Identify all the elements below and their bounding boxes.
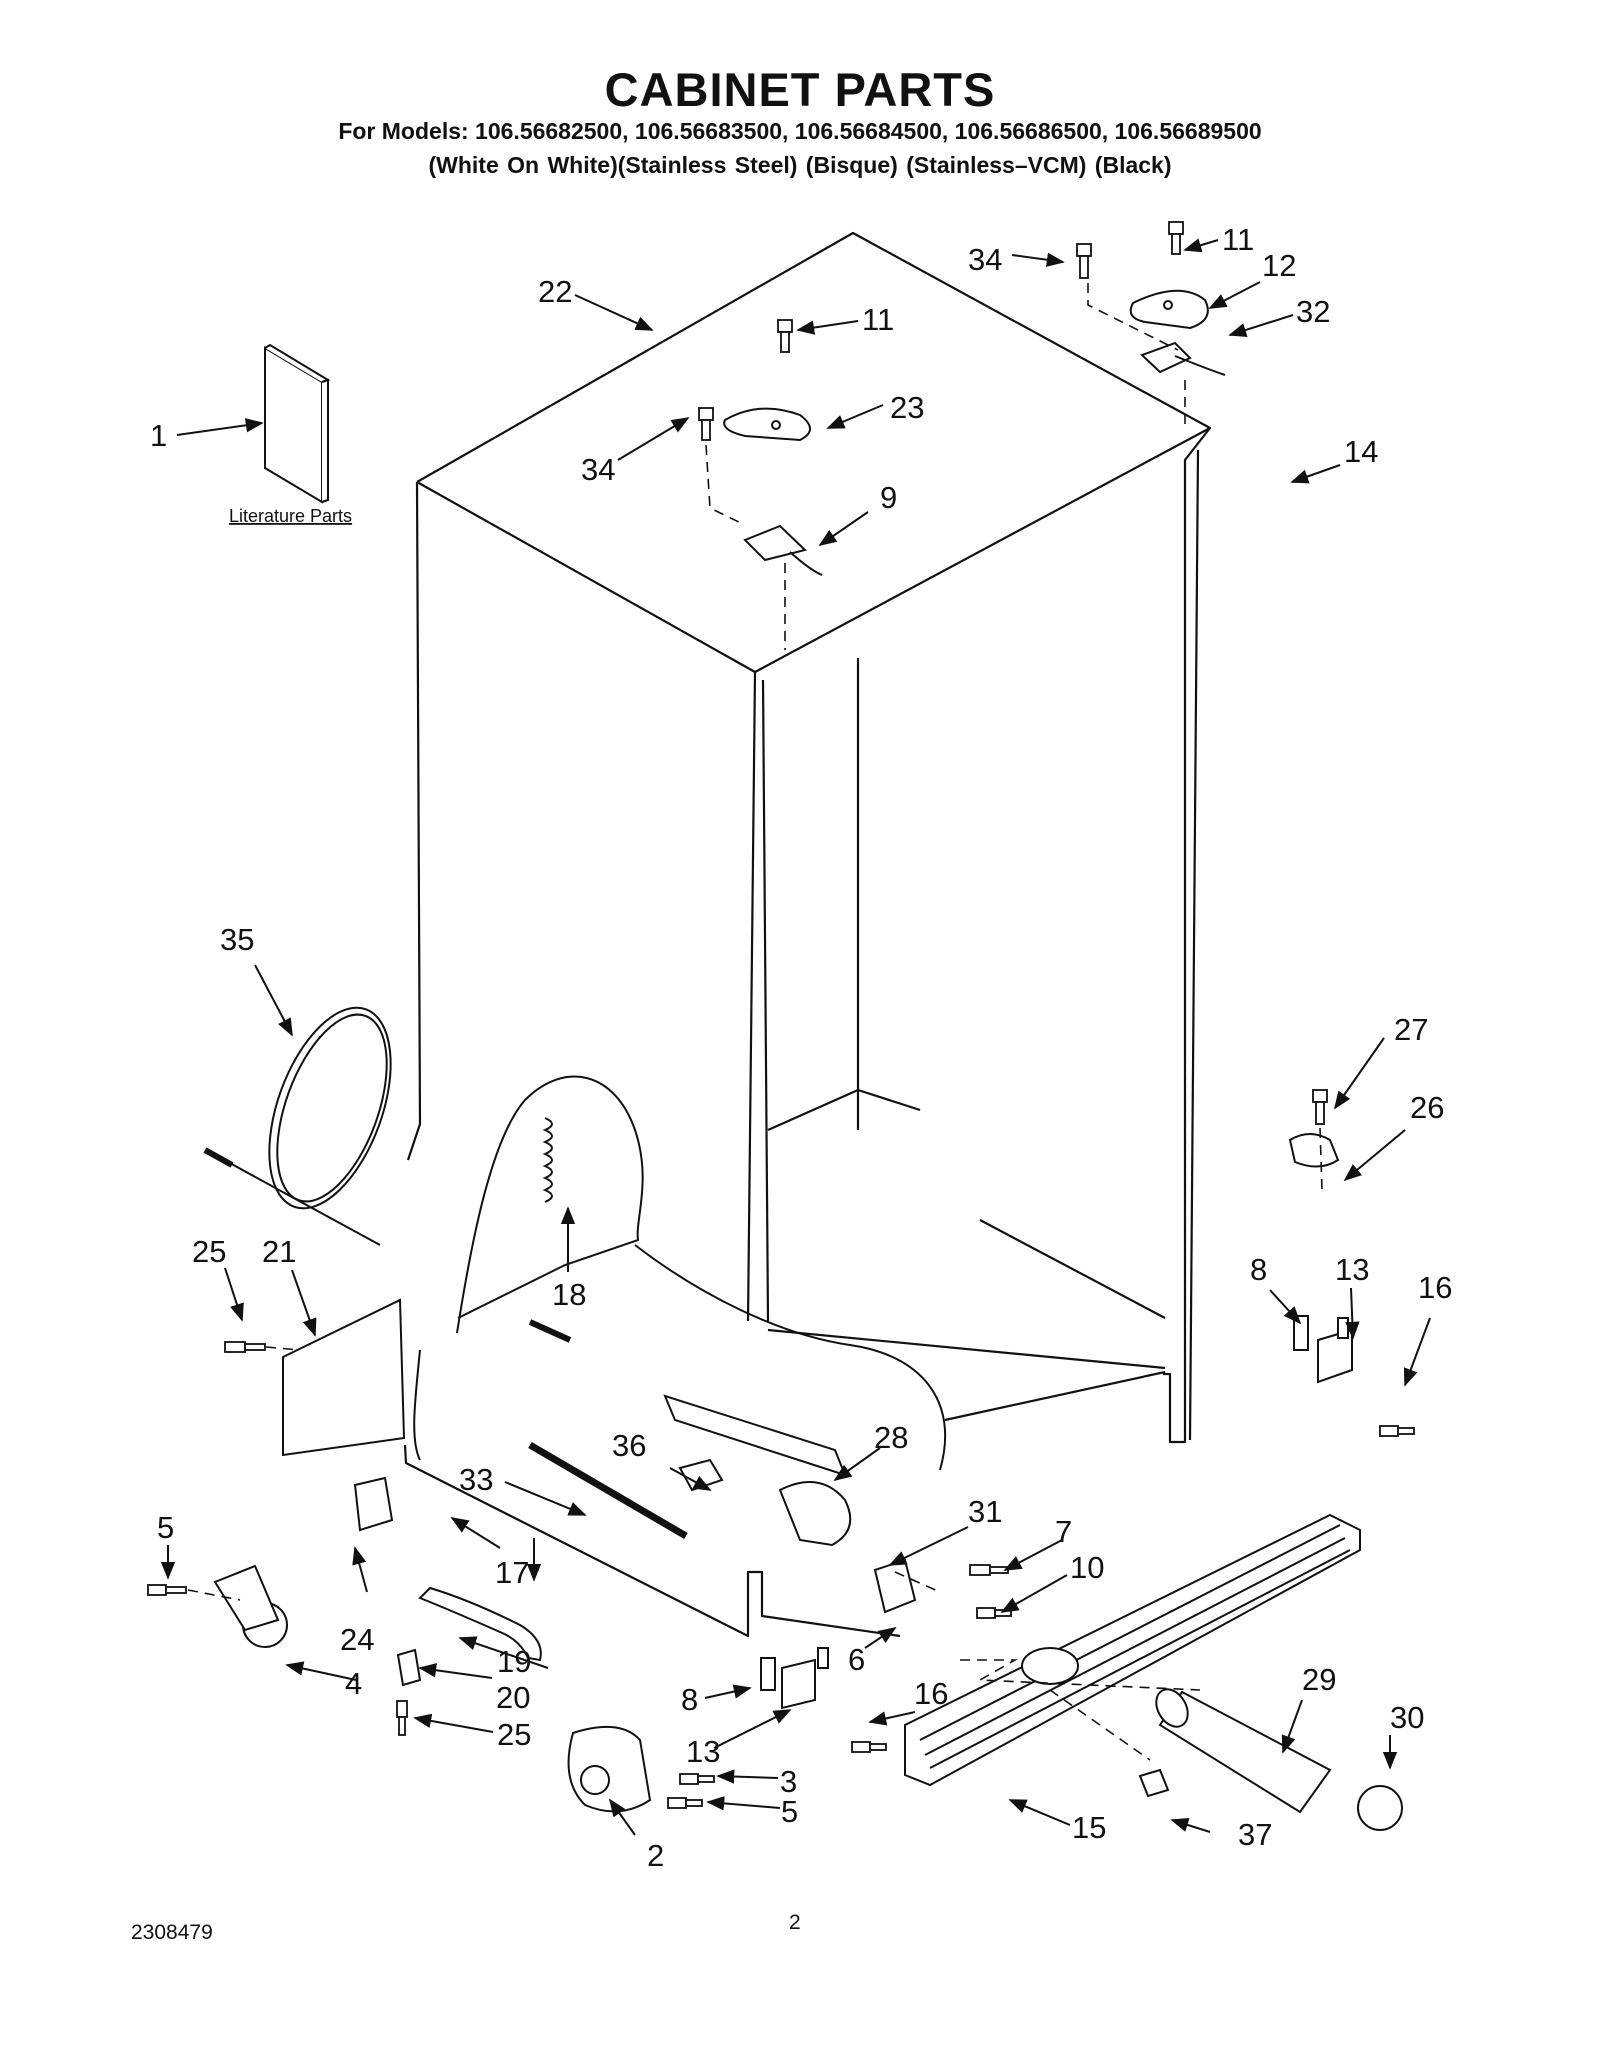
literature-booklet xyxy=(264,343,331,504)
callout-28: 28 xyxy=(874,1420,908,1455)
callout-9: 9 xyxy=(880,480,897,515)
callout-22: 22 xyxy=(538,274,572,309)
callout-21: 21 xyxy=(262,1234,296,1269)
callout-11b: 11 xyxy=(862,302,894,337)
page-title: CABINET PARTS xyxy=(604,63,996,116)
spring-and-rods xyxy=(528,1117,688,1540)
callout-5b: 5 xyxy=(781,1794,798,1829)
callout-25b: 25 xyxy=(497,1717,531,1752)
callout-36: 36 xyxy=(612,1428,646,1463)
dashed-connectors xyxy=(187,283,1323,1761)
callout-34b: 34 xyxy=(581,452,615,487)
models-line: For Models: 106.56682500, 106.56683500, … xyxy=(338,118,1262,144)
callout-labels: 1 2 3 4 5 5 6 7 8 8 9 10 11 11 12 13 13 … xyxy=(150,222,1452,1873)
callout-33: 33 xyxy=(459,1462,493,1497)
callout-12: 12 xyxy=(1262,248,1296,283)
callout-16: 16 xyxy=(1418,1270,1452,1305)
upper-hinge-parts xyxy=(723,289,1226,576)
literature-parts-label: Literature Parts xyxy=(229,506,352,526)
leader-arrows xyxy=(160,238,1431,1836)
callout-34: 34 xyxy=(968,242,1002,277)
callout-35: 35 xyxy=(220,922,254,957)
callout-25: 25 xyxy=(192,1234,226,1269)
callout-23: 23 xyxy=(890,390,924,425)
callout-14: 14 xyxy=(1344,434,1378,469)
callout-20: 20 xyxy=(496,1680,530,1715)
callout-30: 30 xyxy=(1390,1700,1424,1735)
callout-4: 4 xyxy=(345,1666,362,1701)
callout-27: 27 xyxy=(1394,1012,1428,1047)
page-number: 2 xyxy=(789,1911,801,1934)
lower-left-parts xyxy=(213,1298,652,1813)
callout-18: 18 xyxy=(552,1277,586,1312)
callout-11: 11 xyxy=(1222,222,1254,257)
callout-16b: 16 xyxy=(914,1676,948,1711)
screws xyxy=(147,221,1415,1809)
water-tube-coil xyxy=(203,1006,392,1246)
cutaway-outline xyxy=(413,1075,947,1471)
callout-32: 32 xyxy=(1296,294,1330,329)
callout-10: 10 xyxy=(1070,1550,1104,1585)
callout-8: 8 xyxy=(1250,1252,1267,1287)
lower-right-hinge-parts xyxy=(760,1133,1353,1710)
callout-1: 1 xyxy=(150,418,167,453)
callout-5: 5 xyxy=(157,1510,174,1545)
callout-3: 3 xyxy=(780,1764,797,1799)
callout-37: 37 xyxy=(1238,1817,1272,1852)
finishes-line: (White On White)(Stainless Steel) (Bisqu… xyxy=(428,152,1172,178)
callout-8b: 8 xyxy=(681,1682,698,1717)
callout-24: 24 xyxy=(340,1622,374,1657)
callout-6: 6 xyxy=(848,1642,865,1677)
callout-2: 2 xyxy=(647,1838,664,1873)
callout-7: 7 xyxy=(1055,1514,1072,1549)
base-grille-and-filter xyxy=(904,1513,1403,1831)
document-number: 2308479 xyxy=(131,1921,213,1944)
cabinet-shell xyxy=(403,231,1212,1638)
callout-13: 13 xyxy=(1335,1252,1369,1287)
callout-26: 26 xyxy=(1410,1090,1444,1125)
callout-19: 19 xyxy=(497,1644,531,1679)
callout-17: 17 xyxy=(495,1555,529,1590)
callout-15: 15 xyxy=(1072,1810,1106,1845)
callout-13b: 13 xyxy=(686,1734,720,1769)
callout-29: 29 xyxy=(1302,1662,1336,1697)
callout-31: 31 xyxy=(968,1494,1002,1529)
